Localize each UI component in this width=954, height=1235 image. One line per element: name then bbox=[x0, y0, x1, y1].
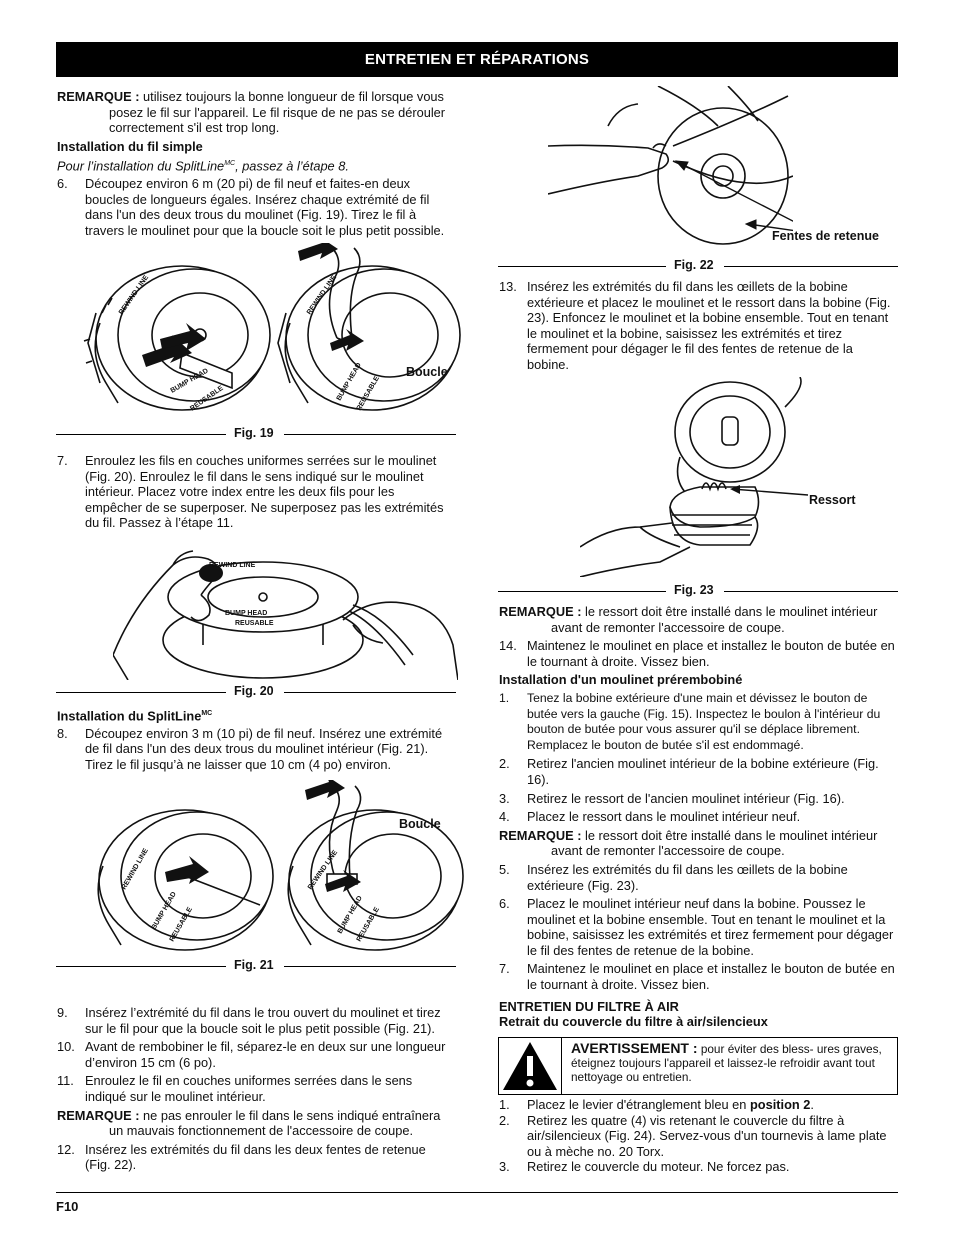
left-column-top: REMARQUE : utilisez toujours la bonne lo… bbox=[57, 89, 452, 239]
left-column-splitline: Installation du SplitLineMC 8.Découpez e… bbox=[57, 706, 452, 773]
warning-box: AVERTISSEMENT : pour éviter des bless- u… bbox=[498, 1037, 898, 1095]
air-filter-step-2: 2.Retirez les quatre (4) vis retenant le… bbox=[499, 1112, 887, 1159]
fig22-illustration bbox=[548, 86, 793, 245]
footer-rule bbox=[56, 1192, 898, 1193]
note-spring-2: REMARQUE : le ressort doit être installé… bbox=[499, 827, 878, 859]
fig20-bump: BUMP HEAD bbox=[225, 610, 267, 617]
air-filter-step-1: 1.Placez le levier d'étranglement bleu e… bbox=[499, 1097, 814, 1112]
warning-text: AVERTISSEMENT : pour éviter des bless- u… bbox=[571, 1040, 882, 1084]
prewound-step-6: 6.Placez le moulinet intérieur neuf dans… bbox=[499, 896, 894, 958]
prewound-step-2: 2.Retirez l'ancien moulinet intérieur de… bbox=[499, 756, 879, 787]
fig23-callout-ressort: Ressort bbox=[809, 493, 856, 507]
prewound-step-4: 4.Placez le ressort dans le moulinet int… bbox=[499, 809, 801, 825]
heading-prewound: Installation d'un moulinet prérembobiné bbox=[499, 672, 743, 688]
fig20-reusable: REUSABLE bbox=[235, 620, 274, 627]
fig22-caption: Fig. 22 bbox=[498, 258, 898, 274]
step-7: 7.Enroulez les fils en couches uniformes… bbox=[57, 453, 444, 531]
heading-single-line: Installation du fil simple bbox=[57, 138, 203, 154]
air-filter-steps: 1.Placez le levier d'étranglement bleu e… bbox=[499, 1097, 896, 1175]
fig19-caption: Fig. 19 bbox=[56, 426, 456, 442]
fig20-rewind: REWIND LINE bbox=[209, 562, 256, 569]
fig19-illustration: REWIND LINE BUMP HEAD REUSABLE REWIND LI… bbox=[83, 243, 461, 413]
right-column-mid: REMARQUE : le ressort doit être installé… bbox=[499, 604, 896, 1030]
fig20-caption: Fig. 20 bbox=[56, 684, 456, 700]
fig21-illustration: REWIND LINE BUMP HEAD REUSABLE REWIND LI… bbox=[97, 780, 464, 951]
left-column-bottom: 9.Insérez l’extrémité du fil dans le tro… bbox=[57, 1005, 452, 1173]
prewound-step-1: 1.Tenez la bobine extérieure d'une main … bbox=[499, 690, 881, 752]
step-9: 9.Insérez l’extrémité du fil dans le tro… bbox=[57, 1005, 441, 1036]
air-filter-step-3: 3.Retirez le couvercle du moteur. Ne for… bbox=[499, 1159, 790, 1175]
warning-icon-cell bbox=[499, 1038, 562, 1094]
prewound-step-3: 3.Retirez le ressort de l'ancien mouline… bbox=[499, 790, 845, 806]
warning-triangle-icon bbox=[503, 1042, 557, 1090]
step-11: 11.Enroulez le fil en couches uniformes … bbox=[57, 1073, 413, 1104]
heading-air-filter: ENTRETIEN DU FILTRE À AIR bbox=[499, 998, 679, 1014]
prewound-step-7: 7.Maintenez le moulinet en place et inst… bbox=[499, 961, 895, 993]
note-spring-1: REMARQUE : le ressort doit être installé… bbox=[499, 604, 878, 635]
heading-splitline: Installation du SplitLineMC bbox=[57, 708, 213, 724]
step-13: 13.Insérez les extrémités du fil dans le… bbox=[499, 279, 891, 372]
heading-air-filter-sub: Retrait du couvercle du filtre à air/sil… bbox=[499, 1014, 768, 1030]
fig23-caption: Fig. 23 bbox=[498, 583, 898, 599]
step-12: 12.Insérez les extrémités du fil dans le… bbox=[57, 1141, 426, 1173]
prewound-step-5: 5.Insérez les extrémités du fil dans les… bbox=[499, 861, 848, 893]
step-8: 8.Découpez environ 3 m (10 pi) de fil ne… bbox=[57, 725, 443, 773]
fig22-callout-fentes: Fentes de retenue bbox=[772, 229, 879, 243]
fig21-callout-boucle: Boucle bbox=[399, 817, 441, 831]
section-header: ENTRETIEN ET RÉPARATIONS bbox=[56, 42, 898, 77]
fig20-illustration: REWIND LINE BUMP HEAD REUSABLE bbox=[113, 550, 458, 680]
step-10: 10.Avant de rembobiner le fil, séparez-l… bbox=[57, 1039, 446, 1070]
fig23-illustration bbox=[580, 377, 809, 577]
splitline-instruction: Pour l’installation du SplitLineMC, pass… bbox=[57, 158, 349, 174]
note-direction: REMARQUE : ne pas enrouler le fil dans l… bbox=[57, 1107, 441, 1139]
fig21-caption: Fig. 21 bbox=[56, 958, 456, 974]
page-number: F10 bbox=[56, 1199, 79, 1214]
note-line-length: REMARQUE : utilisez toujours la bonne lo… bbox=[57, 89, 446, 136]
step-6: 6.Découpez environ 6 m (20 pi) de fil ne… bbox=[57, 176, 445, 239]
fig19-callout-boucle: Boucle bbox=[406, 365, 448, 379]
step-14: 14.Maintenez le moulinet en place et ins… bbox=[499, 638, 895, 669]
